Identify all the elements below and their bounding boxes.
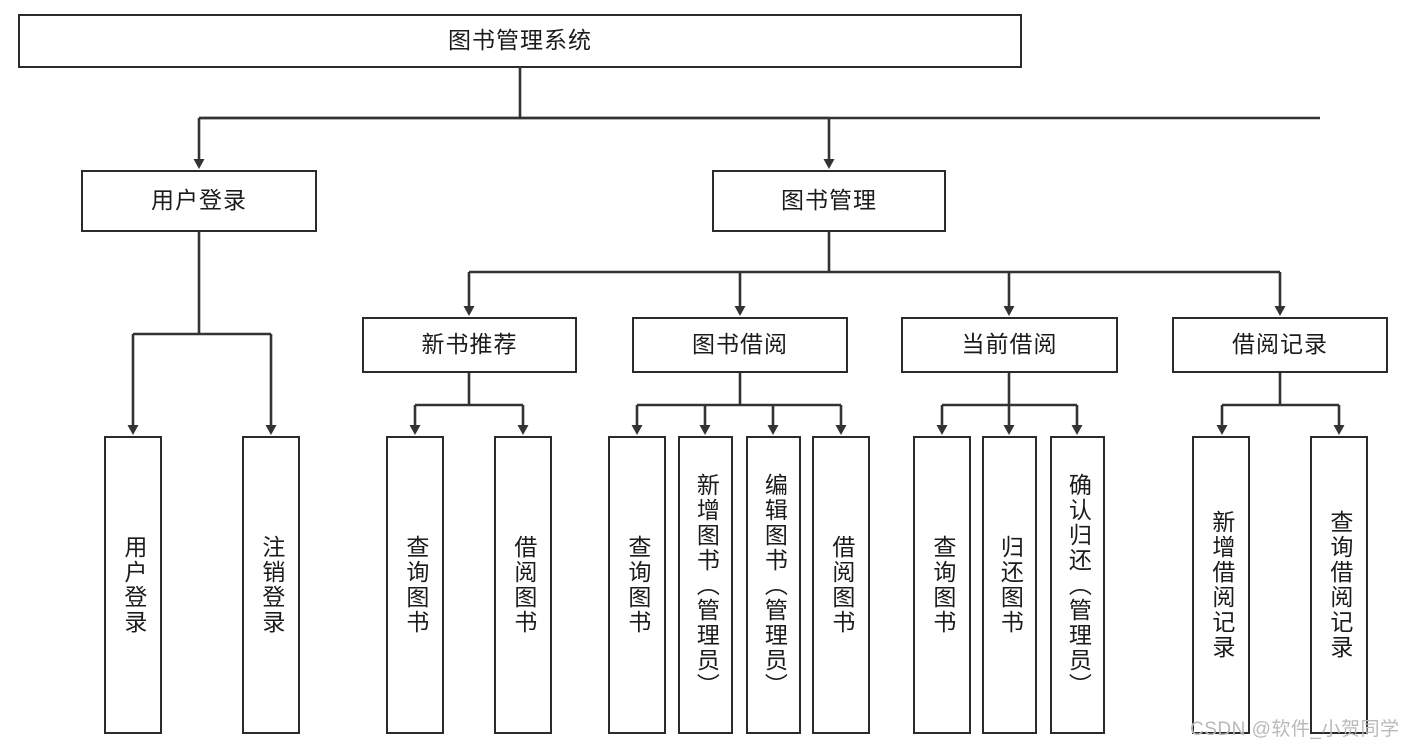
node-book-manage[interactable]: 图书管理 <box>712 170 946 232</box>
node-leaf-query-book-3[interactable]: 查询图书 <box>913 436 971 734</box>
node-leaf-logout-login-label: 注销登录 <box>258 535 285 635</box>
node-leaf-borrow-book-1-label: 借阅图书 <box>510 535 537 635</box>
node-leaf-add-book[interactable]: 新增图书（管理员） <box>678 436 733 734</box>
node-book-borrow-label: 图书借阅 <box>692 331 788 358</box>
csdn-watermark: CSDN @软件_小贺同学 <box>1190 719 1400 740</box>
node-leaf-user-login[interactable]: 用户登录 <box>104 436 162 734</box>
node-user-login[interactable]: 用户登录 <box>81 170 317 232</box>
node-leaf-confirm-return[interactable]: 确认归还（管理员） <box>1050 436 1105 734</box>
node-leaf-query-book-1[interactable]: 查询图书 <box>386 436 444 734</box>
node-root[interactable]: 图书管理系统 <box>18 14 1022 68</box>
node-book-manage-label: 图书管理 <box>781 187 877 214</box>
node-leaf-borrow-book-1[interactable]: 借阅图书 <box>494 436 552 734</box>
node-leaf-edit-book[interactable]: 编辑图书（管理员） <box>746 436 801 734</box>
node-new-book-recommend-label: 新书推荐 <box>421 331 518 358</box>
node-new-book-recommend[interactable]: 新书推荐 <box>362 317 577 373</box>
node-leaf-borrow-book-2-label: 借阅图书 <box>828 535 855 635</box>
node-leaf-query-book-1-label: 查询图书 <box>402 535 429 635</box>
node-leaf-add-record[interactable]: 新增借阅记录 <box>1192 436 1250 734</box>
node-leaf-query-book-2[interactable]: 查询图书 <box>608 436 666 734</box>
node-current-borrow-label: 当前借阅 <box>961 331 1058 358</box>
node-leaf-query-record[interactable]: 查询借阅记录 <box>1310 436 1368 734</box>
node-user-login-label: 用户登录 <box>151 187 247 214</box>
node-leaf-return-book-label: 归还图书 <box>997 535 1024 635</box>
node-leaf-query-book-2-label: 查询图书 <box>624 535 651 635</box>
node-leaf-borrow-book-2[interactable]: 借阅图书 <box>812 436 870 734</box>
node-leaf-add-book-label: 新增图书（管理员） <box>693 472 720 698</box>
node-borrow-record-label: 借阅记录 <box>1232 331 1328 358</box>
node-leaf-logout-login[interactable]: 注销登录 <box>242 436 300 734</box>
node-leaf-edit-book-label: 编辑图书（管理员） <box>761 472 788 698</box>
node-leaf-confirm-return-label: 确认归还（管理员） <box>1065 472 1092 698</box>
node-leaf-user-login-label: 用户登录 <box>120 535 147 635</box>
node-leaf-return-book[interactable]: 归还图书 <box>982 436 1037 734</box>
node-leaf-add-record-label: 新增借阅记录 <box>1208 510 1235 660</box>
node-root-label: 图书管理系统 <box>448 27 592 54</box>
node-current-borrow[interactable]: 当前借阅 <box>901 317 1118 373</box>
node-borrow-record[interactable]: 借阅记录 <box>1172 317 1388 373</box>
node-leaf-query-record-label: 查询借阅记录 <box>1326 510 1353 660</box>
node-leaf-query-book-3-label: 查询图书 <box>929 535 956 635</box>
node-book-borrow[interactable]: 图书借阅 <box>632 317 848 373</box>
